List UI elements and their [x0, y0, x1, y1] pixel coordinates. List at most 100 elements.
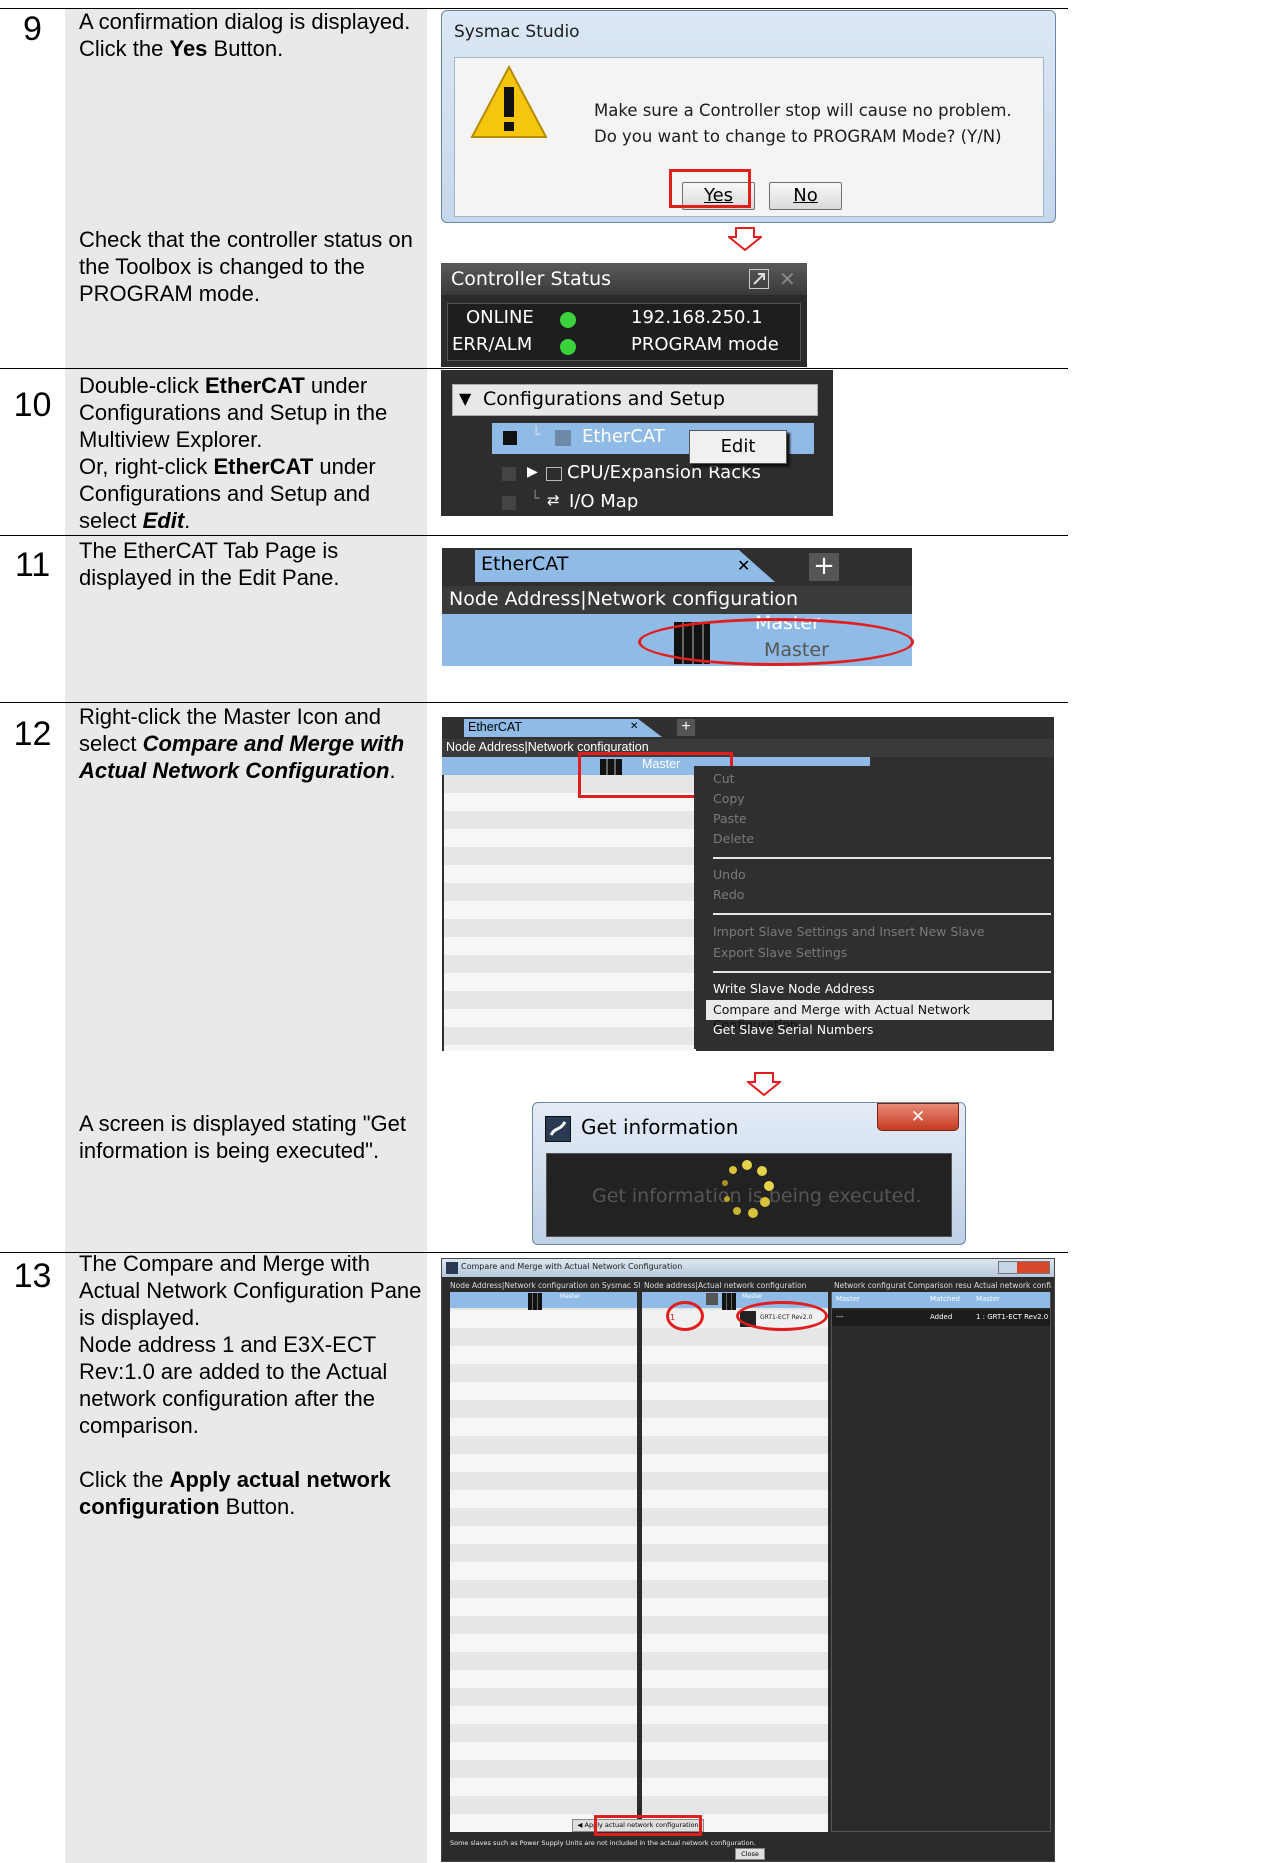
- dialog-body: Get information is being executed.: [546, 1153, 952, 1237]
- result-row-master[interactable]: Master Matched Master: [832, 1292, 1050, 1308]
- rack-icon: [546, 467, 562, 481]
- close-icon[interactable]: ✕: [779, 269, 796, 291]
- step-9-check-text: Check that the controller status on the …: [79, 227, 413, 306]
- pin-icon[interactable]: [749, 269, 769, 289]
- row-divider: [0, 368, 1068, 369]
- menu-item-cut[interactable]: Cut: [713, 771, 735, 786]
- step-number: 13: [13, 1257, 52, 1295]
- title-bar: Compare and Merge with Actual Network Co…: [442, 1259, 1054, 1277]
- step-number: 10: [13, 386, 52, 424]
- add-tab-icon[interactable]: +: [809, 553, 839, 581]
- context-menu: Cut Copy Paste Delete Undo Redo Import S…: [694, 766, 1054, 1049]
- result-status: Matched: [930, 1295, 961, 1303]
- step-number: 9: [23, 10, 42, 48]
- menu-item-import-slave[interactable]: Import Slave Settings and Insert New Sla…: [713, 924, 985, 939]
- node-list-area: [444, 775, 696, 1051]
- ip-address: 192.168.250.1: [631, 307, 763, 328]
- row-divider: [0, 702, 1068, 703]
- column-header: Node address|Actual network configuratio…: [644, 1281, 807, 1290]
- step-12-text-cell: [65, 703, 427, 1252]
- close-button[interactable]: Close: [735, 1848, 765, 1860]
- checkbox[interactable]: [502, 496, 516, 510]
- controller-status-panel: Controller Status ✕ ONLINE 192.168.250.1…: [441, 263, 807, 367]
- master-label: Master: [642, 757, 681, 771]
- online-label: ONLINE: [466, 307, 534, 328]
- result-row-slave[interactable]: --- Added 1 : GRT1-ECT Rev2.0: [832, 1310, 1050, 1326]
- column-header: Comparison result: [908, 1281, 972, 1290]
- step-9-instruction: A confirmation dialog is displayed. Clic…: [79, 9, 411, 61]
- node-address-highlight: [666, 1301, 704, 1331]
- window-controls-icon[interactable]: [998, 1261, 1050, 1274]
- expand-right-icon: ▶: [527, 464, 538, 480]
- tab-ethercat[interactable]: EtherCAT ✕: [475, 550, 775, 582]
- tree-item-label: EtherCAT: [582, 426, 665, 447]
- master-label: Master: [742, 1293, 763, 1300]
- warning-icon: [470, 64, 548, 138]
- row-divider: [0, 535, 1068, 536]
- tree-line-icon: └: [532, 427, 541, 443]
- close-icon[interactable]: ✕: [737, 556, 751, 575]
- tree-header[interactable]: ▼ Configurations and Setup: [452, 384, 818, 416]
- actual-config-list: [642, 1292, 828, 1832]
- tab-label: EtherCAT: [481, 553, 569, 575]
- dialog-line-1: Make sure a Controller stop will cause n…: [594, 101, 1012, 120]
- step-13-instruction: The Compare and Merge with Actual Networ…: [79, 1251, 422, 1519]
- confirmation-dialog: Sysmac Studio Make sure a Controller sto…: [441, 10, 1056, 223]
- result-actual: Master: [976, 1295, 1000, 1303]
- step-9-text-cell: [65, 9, 427, 368]
- progress-message: Get information is being executed.: [592, 1185, 922, 1207]
- edit-menu-item[interactable]: Edit: [689, 430, 787, 464]
- slave-highlight: [736, 1301, 828, 1331]
- controller-status-body: ONLINE 192.168.250.1 ERR/ALM PROGRAM mod…: [447, 303, 801, 361]
- master-highlight: [638, 618, 914, 666]
- dialog-title: Get information: [581, 1115, 739, 1139]
- result-actual: 1 : GRT1-ECT Rev2.0: [976, 1313, 1049, 1321]
- master-device-icon: [528, 1293, 542, 1310]
- tree-line-icon: └: [531, 491, 540, 507]
- err-alm-indicator: [560, 339, 576, 355]
- tree-header-label: Configurations and Setup: [483, 388, 725, 410]
- menu-separator: [713, 971, 1051, 973]
- row-divider: [0, 8, 1068, 9]
- menu-item-compare-merge[interactable]: Compare and Merge with Actual Network Co…: [713, 1002, 970, 1032]
- step-10-text-cell: [65, 369, 427, 535]
- menu-item-paste[interactable]: Paste: [713, 811, 747, 826]
- apply-button-highlight: [594, 1815, 702, 1836]
- checkbox[interactable]: [502, 467, 516, 481]
- add-tab-icon[interactable]: +: [677, 719, 695, 736]
- get-information-dialog: Get information ✕ Get information is bei…: [532, 1102, 966, 1245]
- tab-ethercat[interactable]: EtherCAT ✕: [464, 719, 662, 737]
- no-button[interactable]: No: [769, 182, 842, 210]
- menu-item-delete[interactable]: Delete: [713, 831, 755, 846]
- menu-item-write-node-address[interactable]: Write Slave Node Address: [713, 981, 875, 996]
- expand-down-icon: ▼: [459, 389, 472, 408]
- column-header: Node Address|Network configuration on Sy…: [450, 1281, 640, 1290]
- multiview-explorer: ▼ Configurations and Setup └ EtherCAT ▶ …: [441, 370, 833, 516]
- close-button[interactable]: ✕: [877, 1103, 959, 1131]
- menu-item-copy[interactable]: Copy: [713, 791, 745, 806]
- checkbox[interactable]: [503, 431, 517, 445]
- step-11-instruction: The EtherCAT Tab Page is displayed in th…: [79, 538, 340, 590]
- yes-button-highlight: [669, 169, 751, 208]
- menu-item-redo[interactable]: Redo: [713, 887, 745, 902]
- dialog-title: Sysmac Studio: [454, 22, 580, 42]
- menu-item-compare-merge-bg: [706, 1000, 1052, 1020]
- master-label: Master: [560, 1293, 581, 1300]
- tree-item-label: CPU/Expansion Racks: [567, 462, 761, 483]
- ethercat-icon: [555, 430, 571, 446]
- controller-status-title: Controller Status: [441, 263, 807, 295]
- column-header: Node Address|Network configuration: [442, 739, 1054, 757]
- online-indicator: [560, 312, 576, 328]
- master-row[interactable]: Master: [450, 1292, 637, 1310]
- menu-item-get-serial-numbers[interactable]: Get Slave Serial Numbers: [713, 1022, 874, 1037]
- step-12-instruction: Right-click the Master Icon and select C…: [79, 704, 405, 783]
- apply-actual-config-button[interactable]: ◀ Apply actual network configuration: [572, 1819, 704, 1832]
- close-icon[interactable]: ✕: [630, 721, 639, 732]
- menu-item-export-slave[interactable]: Export Slave Settings: [713, 945, 848, 960]
- result-sysmac: ---: [836, 1313, 844, 1321]
- column-header: Actual network confi...: [974, 1281, 1052, 1290]
- compare-merge-window: Compare and Merge with Actual Network Co…: [441, 1258, 1055, 1862]
- comparison-results: [831, 1292, 1051, 1832]
- menu-item-undo[interactable]: Undo: [713, 867, 746, 882]
- step-12-getinfo-text: A screen is displayed stating "Get infor…: [79, 1111, 406, 1163]
